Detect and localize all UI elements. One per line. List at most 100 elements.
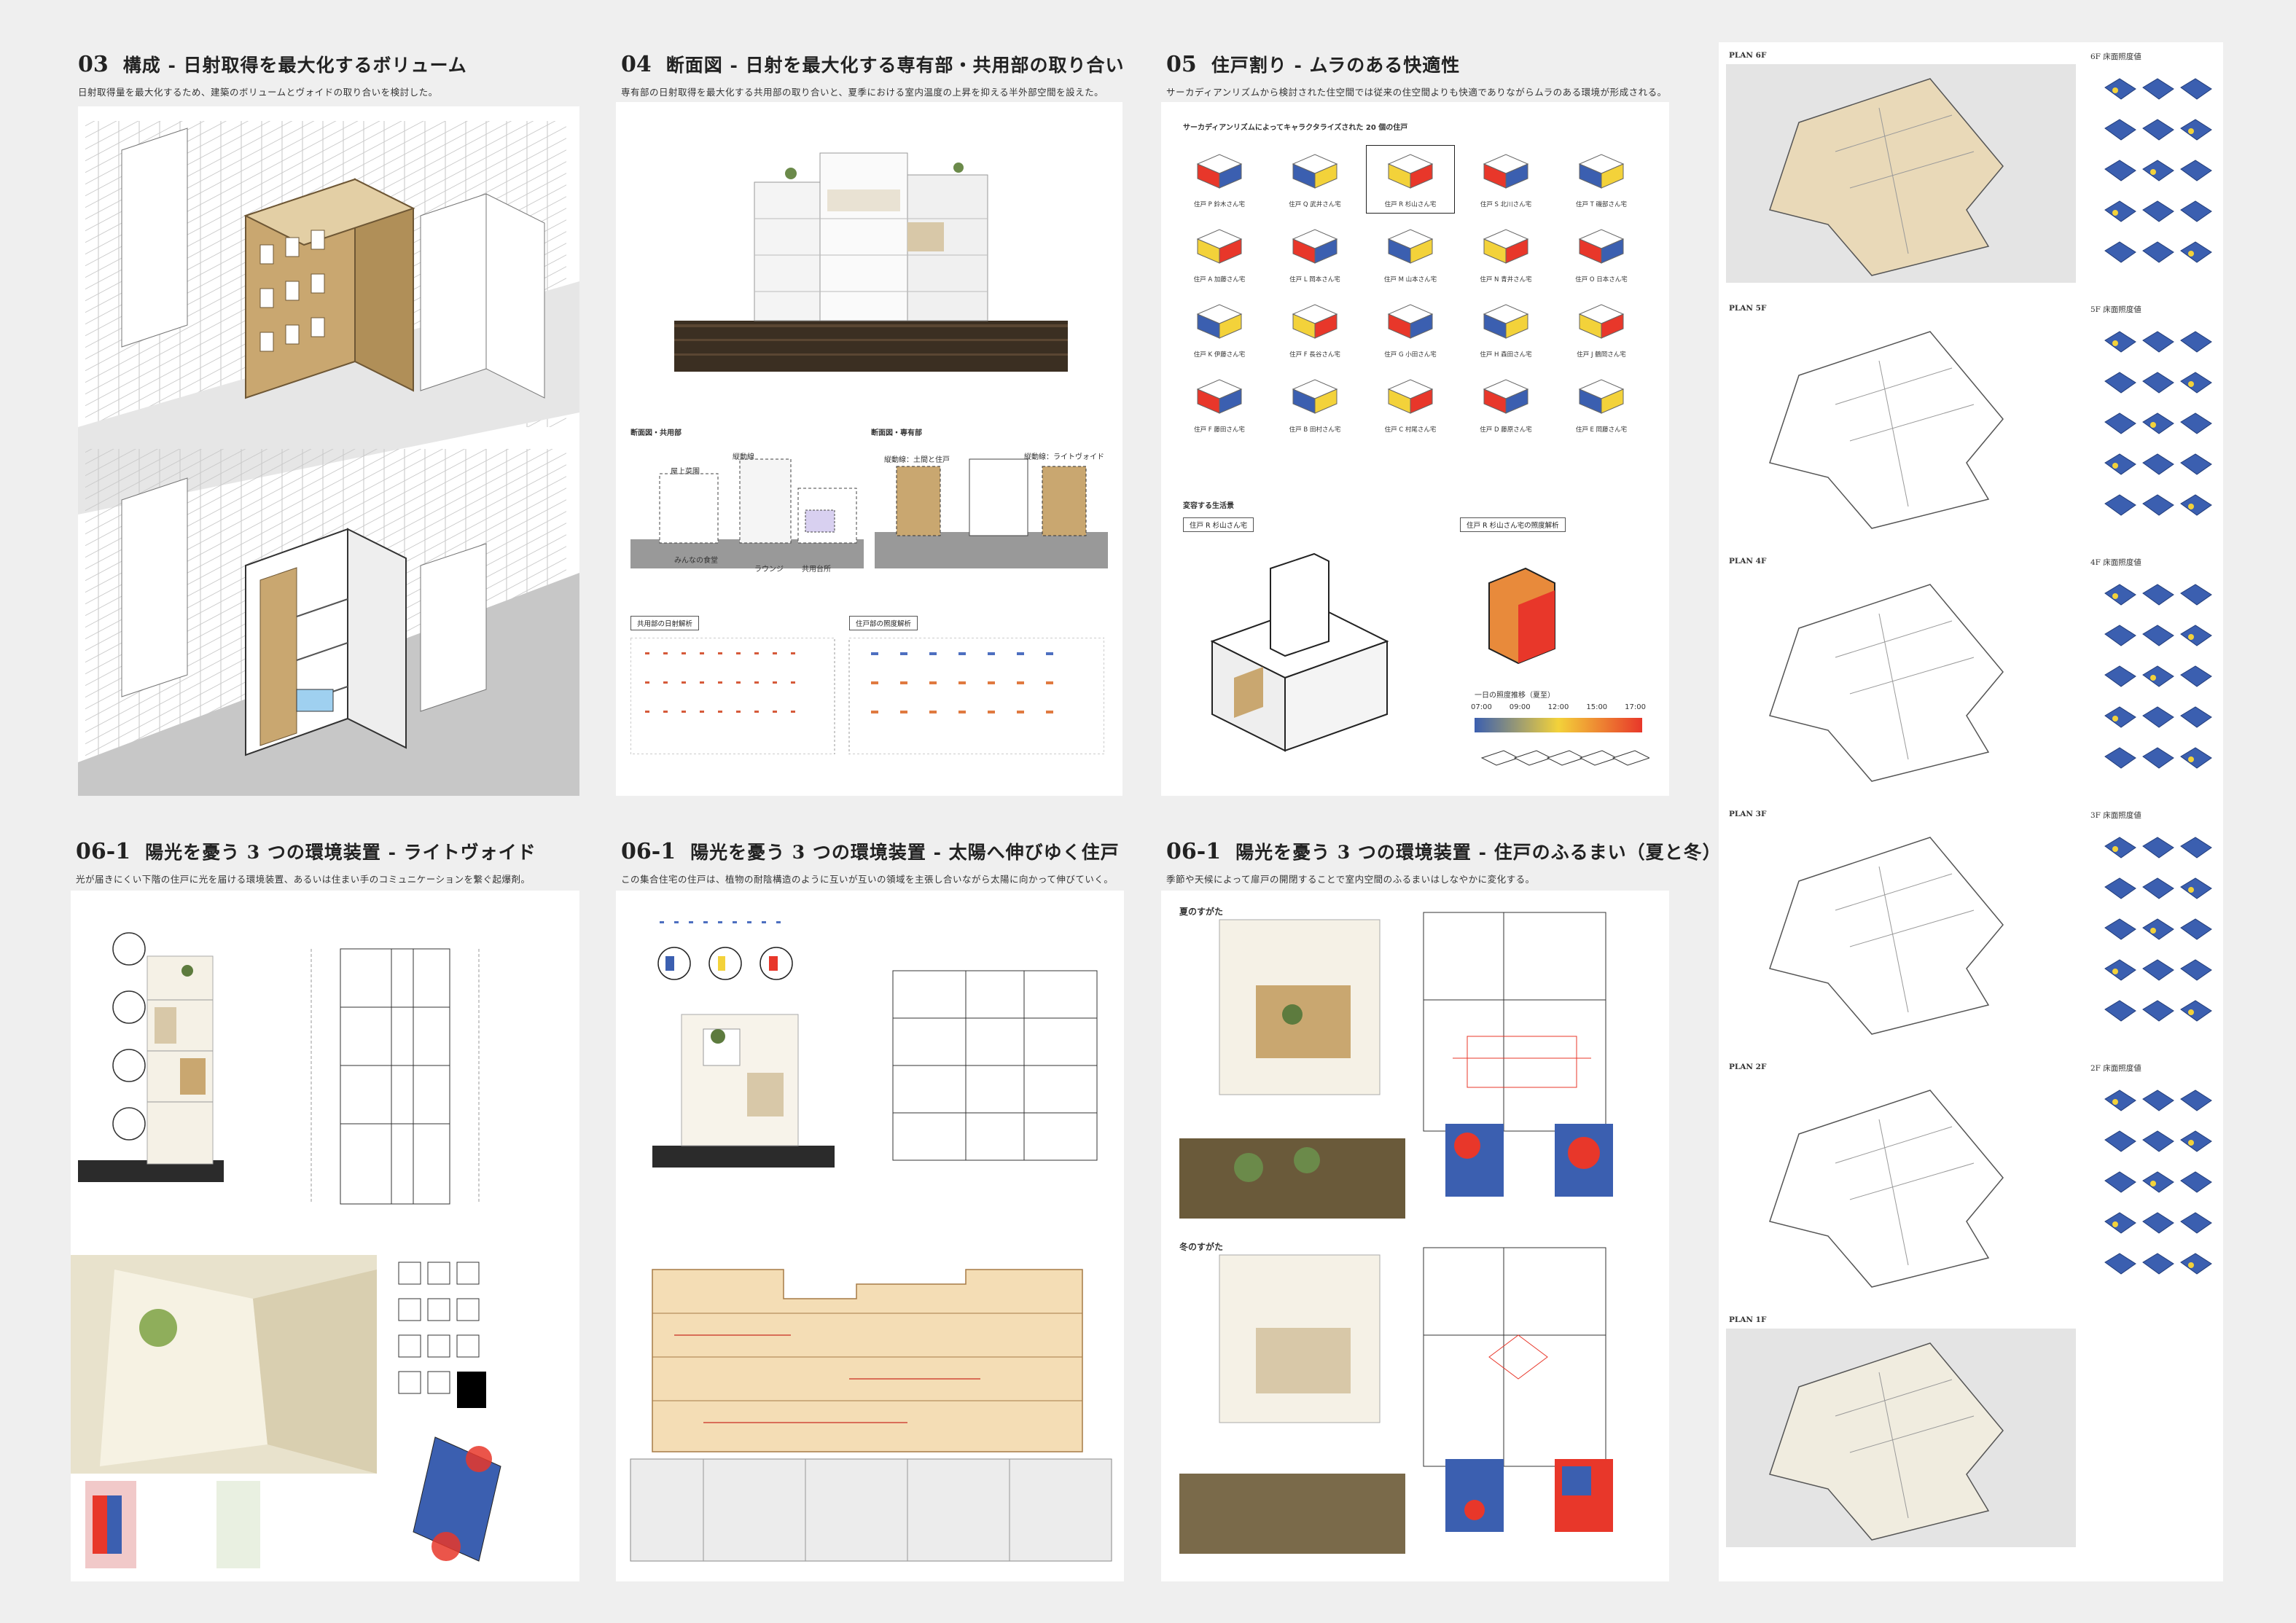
panel-plans: PLAN 6F 6F 床面照度値 PLAN 5F 5F 床面照度値 PLAN 4…: [1719, 42, 2223, 1581]
illuminance-grid: [2098, 324, 2214, 536]
tag-solar-private: 住戸部の照度解析: [849, 616, 918, 630]
unit-label: 住戸 Q 武井さん宅: [1289, 201, 1341, 208]
unit-card: 住戸 R 杉山さん宅: [1366, 145, 1455, 214]
unit-iso-icon: [1196, 154, 1243, 189]
floor-plan-drawing: [1726, 64, 2076, 283]
section-title: 断面図 - 日射を最大化する専有部・共用部の取り合い: [665, 55, 1125, 76]
section-061a-header: 06-1 陽光を憂う 3 つの環境装置 - ライトヴォイド 光が届きにくい下階の住…: [76, 838, 536, 885]
section-title: 住戸割り - ムラのある快適性: [1211, 55, 1461, 76]
label-stairs: 縦動線: [733, 453, 754, 461]
section-title: 構成 - 日射取得を最大化するボリューム: [122, 55, 467, 76]
section-number: 06-1: [1166, 839, 1222, 864]
unit-label: 住戸 R 杉山さん宅: [1384, 201, 1437, 208]
section-subtitle: 日射取得量を最大化するため、建築のボリュームとヴォイドの取り合いを検討した。: [78, 87, 438, 98]
unit-card: 住戸 C 村尾さん宅: [1367, 371, 1454, 438]
plan-label: PLAN 6F: [1729, 51, 1767, 60]
season-drawings: [1179, 912, 1613, 1554]
unit-label: 住戸 F 長谷さん宅: [1289, 351, 1340, 359]
grid-title: サーカディアンリズムによってキャラクタライズされた 20 個の住戸: [1183, 124, 1408, 132]
label-horizontal: 縦動線：土間と住戸: [884, 456, 950, 464]
unit-label: 住戸 M 山本さん宅: [1383, 276, 1437, 283]
unit-card: 住戸 S 北川さん宅: [1462, 146, 1550, 213]
section-subtitle: 専有部の日射取得を最大化する共用部の取り合いと、夏季における室内温度の上昇を抑え…: [621, 87, 1104, 98]
unit-iso-icon: [1292, 379, 1338, 414]
unit-iso-icon: [1483, 229, 1529, 264]
label-dining: みんなの食堂: [674, 557, 718, 565]
unit-iso-icon: [1292, 304, 1338, 339]
unit-label: 住戸 T 磯部さん宅: [1575, 201, 1628, 208]
unit-card: 住戸 B 田村さん宅: [1271, 371, 1359, 438]
section-03-header: 03 構成 - 日射取得を最大化するボリューム 日射取得量を最大化するため、建築の…: [78, 51, 467, 98]
unit-label: 住戸 S 北川さん宅: [1480, 201, 1532, 208]
unit-iso-icon: [1578, 229, 1625, 264]
plan-block: PLAN 5F 5F 床面照度値: [1719, 295, 2223, 548]
life-title: 変容する生活景: [1183, 502, 1234, 510]
solar-analysis-grids: [630, 638, 1104, 754]
unit-card: 住戸 F 藤田さん宅: [1176, 371, 1263, 438]
timeline-times: 07:00 09:00 12:00 15:00 17:00: [1471, 703, 1646, 711]
plan-label: PLAN 4F: [1729, 557, 1767, 566]
section-title: 陽光を憂う 3 つの環境装置 - ライトヴォイド: [145, 842, 536, 863]
label-lounge: ラウンジ: [754, 566, 784, 574]
plan-block: PLAN 4F 4F 床面照度値: [1719, 548, 2223, 801]
unit-label: 住戸 H 森田さん宅: [1480, 351, 1532, 359]
common-section-diagram: [630, 458, 864, 568]
plan-block: PLAN 1F: [1719, 1307, 2223, 1560]
unit-label: 住戸 O 日本さん宅: [1575, 276, 1628, 283]
unit-card: 住戸 M 山本さん宅: [1367, 221, 1454, 288]
time-label: 12:00: [1547, 703, 1569, 711]
unit-card: 住戸 H 森田さん宅: [1462, 296, 1550, 363]
section-title: 陽光を憂う 3 つの環境装置 - 住戸のふるまい（夏と冬）: [1235, 842, 1722, 863]
section-subtitle: この集合住宅の住戸は、植物の耐陰構造のように互いが互いの領域を主張し合いながら太…: [621, 874, 1114, 885]
unit-card: 住戸 A 加藤さん宅: [1176, 221, 1263, 288]
label-kitchen: 共用台所: [802, 566, 831, 574]
section-number: 06-1: [76, 839, 131, 864]
unit-iso-icon: [1292, 229, 1338, 264]
isometric-drawings: [78, 121, 579, 796]
unit-label: 住戸 J 鶴岡さん宅: [1577, 351, 1626, 359]
unit-label: 住戸 P 鈴木さん宅: [1193, 201, 1246, 208]
unit-label: 住戸 N 青井さん宅: [1480, 276, 1532, 283]
floor-plan-drawing: [1769, 837, 2004, 1035]
unit-label: 住戸 D 藤原さん宅: [1480, 426, 1532, 434]
unit-label: 住戸 C 村尾さん宅: [1384, 426, 1437, 434]
unit-label: 住戸 K 伊藤さん宅: [1193, 351, 1246, 359]
unit-card: 住戸 P 鈴木さん宅: [1176, 146, 1263, 213]
unit-card: 住戸 G 小田さん宅: [1367, 296, 1454, 363]
floor-plan-drawing: [1769, 331, 2004, 529]
section-subtitle: サーカディアンリズムから検討された住空間では従来の住空間よりも快適でありながらム…: [1166, 87, 1667, 98]
unit-card: 住戸 E 岡藤さん宅: [1558, 371, 1645, 438]
label-lightvoid: 縦動線：ライトヴォイド: [1024, 453, 1104, 461]
unit-card: 住戸 L 岡本さん宅: [1271, 221, 1359, 288]
section-subtitle: 季節や天候によって扉戸の開閉することで室内空間のふるまいはしなやかに変化する。: [1166, 874, 1535, 885]
floor-plan-drawing: [1769, 1090, 2004, 1288]
panel-04-section: 断面図・共用部 断面図・専有部 縦動線 屋上菜園 みんなの食堂 ラウンジ 共用台…: [616, 102, 1122, 796]
private-section-diagram: [875, 458, 1108, 568]
unit-iso-icon: [1387, 304, 1434, 339]
unit-card: 住戸 D 藤原さん宅: [1462, 371, 1550, 438]
label-roof-garden: 屋上菜園: [671, 468, 700, 476]
unit-label: 住戸 L 岡本さん宅: [1289, 276, 1340, 283]
section-model-photo: [645, 131, 1097, 394]
time-label: 09:00: [1509, 703, 1531, 711]
section-title: 陽光を憂う 3 つの環境装置 - 太陽へ伸びゆく住戸: [690, 842, 1120, 863]
unit-iso-icon: [1196, 229, 1243, 264]
unit-grid: 住戸 P 鈴木さん宅 住戸 Q 武井さん宅 住戸 R 杉山さん宅 住戸 S 北川…: [1176, 145, 1657, 554]
unit-card: 住戸 J 鶴岡さん宅: [1558, 296, 1645, 363]
section-number: 03: [78, 52, 109, 77]
growing-units-drawings: [630, 921, 1112, 1562]
section-subtitle: 光が届きにくい下階の住戸に光を届ける環境装置、あるいは住まい手のコミュニケーショ…: [76, 874, 531, 885]
unit-card: 住戸 O 日本さん宅: [1558, 221, 1645, 288]
time-label: 07:00: [1471, 703, 1492, 711]
plan-legend-label: 6F 床面照度値: [2090, 52, 2141, 61]
panel-061a-lightvoid: [71, 891, 579, 1581]
label-winter: 冬のすがた: [1179, 1242, 1224, 1252]
unit-card: 住戸 K 伊藤さん宅: [1176, 296, 1263, 363]
label-common-section: 断面図・共用部: [630, 429, 682, 437]
unit-label: 住戸 G 小田さん宅: [1384, 351, 1437, 359]
unit-card: 住戸 Q 武井さん宅: [1271, 146, 1359, 213]
plan-legend-label: 5F 床面照度値: [2090, 305, 2141, 314]
plan-legend-label: 4F 床面照度値: [2090, 558, 2141, 567]
